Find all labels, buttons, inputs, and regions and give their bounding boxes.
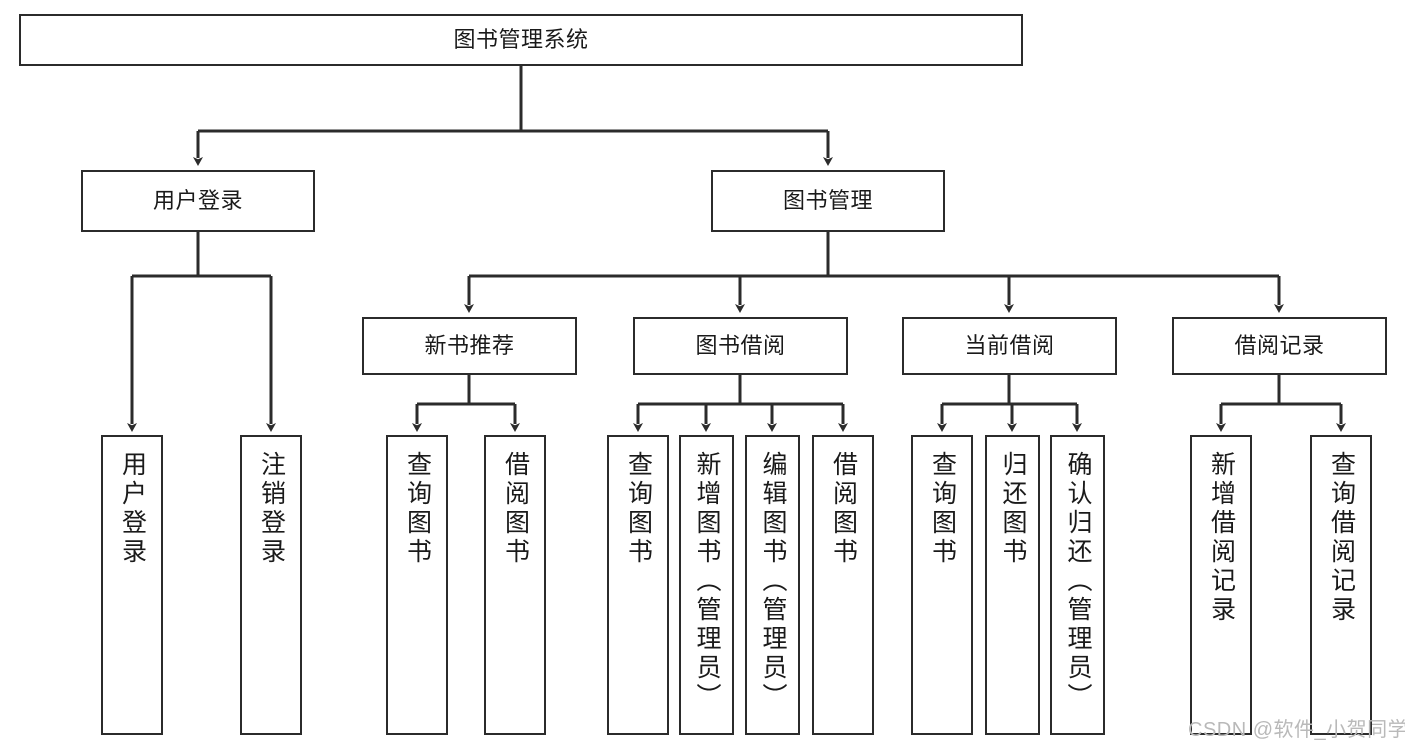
node-user-login[interactable]: 用户登录 [81, 170, 315, 232]
node-borrow-records[interactable]: 借阅记录 [1172, 317, 1387, 375]
node-leaf-query-record-label: 查询借阅记录 [1327, 451, 1356, 625]
node-leaf-query-book-cur-label: 查询图书 [928, 451, 957, 567]
node-leaf-confirm-return[interactable]: 确认归还（管理员） [1050, 435, 1105, 735]
node-leaf-query-record[interactable]: 查询借阅记录 [1310, 435, 1372, 735]
node-borrow-records-label: 借阅记录 [1234, 333, 1325, 359]
node-leaf-borrow-book-label: 借阅图书 [829, 451, 858, 567]
node-book-manage[interactable]: 图书管理 [711, 170, 945, 232]
node-book-manage-label: 图书管理 [782, 188, 873, 214]
node-leaf-return-book[interactable]: 归还图书 [985, 435, 1040, 735]
node-current-borrow-label: 当前借阅 [964, 333, 1055, 359]
node-leaf-query-book-borrow-label: 查询图书 [624, 451, 653, 567]
node-leaf-edit-book-label: 编辑图书（管理员） [759, 451, 787, 712]
node-root[interactable]: 图书管理系统 [19, 14, 1023, 66]
node-leaf-confirm-return-label: 确认归还（管理员） [1064, 451, 1092, 712]
node-user-login-label: 用户登录 [152, 188, 243, 214]
node-leaf-query-book-rec[interactable]: 查询图书 [386, 435, 448, 735]
node-leaf-borrow-book-rec[interactable]: 借阅图书 [484, 435, 546, 735]
node-new-book-rec-label: 新书推荐 [424, 333, 515, 359]
node-leaf-add-record-label: 新增借阅记录 [1207, 451, 1236, 625]
node-leaf-user-logout[interactable]: 注销登录 [240, 435, 302, 735]
node-book-borrow-label: 图书借阅 [695, 333, 786, 359]
node-root-label: 图书管理系统 [453, 27, 589, 53]
node-book-borrow[interactable]: 图书借阅 [633, 317, 848, 375]
watermark: CSDN @软件_小贺同学 [1188, 719, 1405, 741]
node-leaf-edit-book[interactable]: 编辑图书（管理员） [745, 435, 800, 735]
node-leaf-return-book-label: 归还图书 [999, 451, 1027, 567]
node-leaf-query-book-cur[interactable]: 查询图书 [911, 435, 973, 735]
node-new-book-rec[interactable]: 新书推荐 [362, 317, 577, 375]
node-leaf-query-book-borrow[interactable]: 查询图书 [607, 435, 669, 735]
node-leaf-add-record[interactable]: 新增借阅记录 [1190, 435, 1252, 735]
node-leaf-add-book[interactable]: 新增图书（管理员） [679, 435, 734, 735]
node-leaf-user-login[interactable]: 用户登录 [101, 435, 163, 735]
node-leaf-query-book-rec-label: 查询图书 [403, 451, 432, 567]
node-leaf-add-book-label: 新增图书（管理员） [693, 451, 721, 712]
node-leaf-borrow-book[interactable]: 借阅图书 [812, 435, 874, 735]
node-current-borrow[interactable]: 当前借阅 [902, 317, 1117, 375]
node-leaf-user-logout-label: 注销登录 [257, 451, 286, 567]
node-leaf-user-login-label: 用户登录 [118, 451, 147, 567]
node-leaf-borrow-book-rec-label: 借阅图书 [501, 451, 530, 567]
